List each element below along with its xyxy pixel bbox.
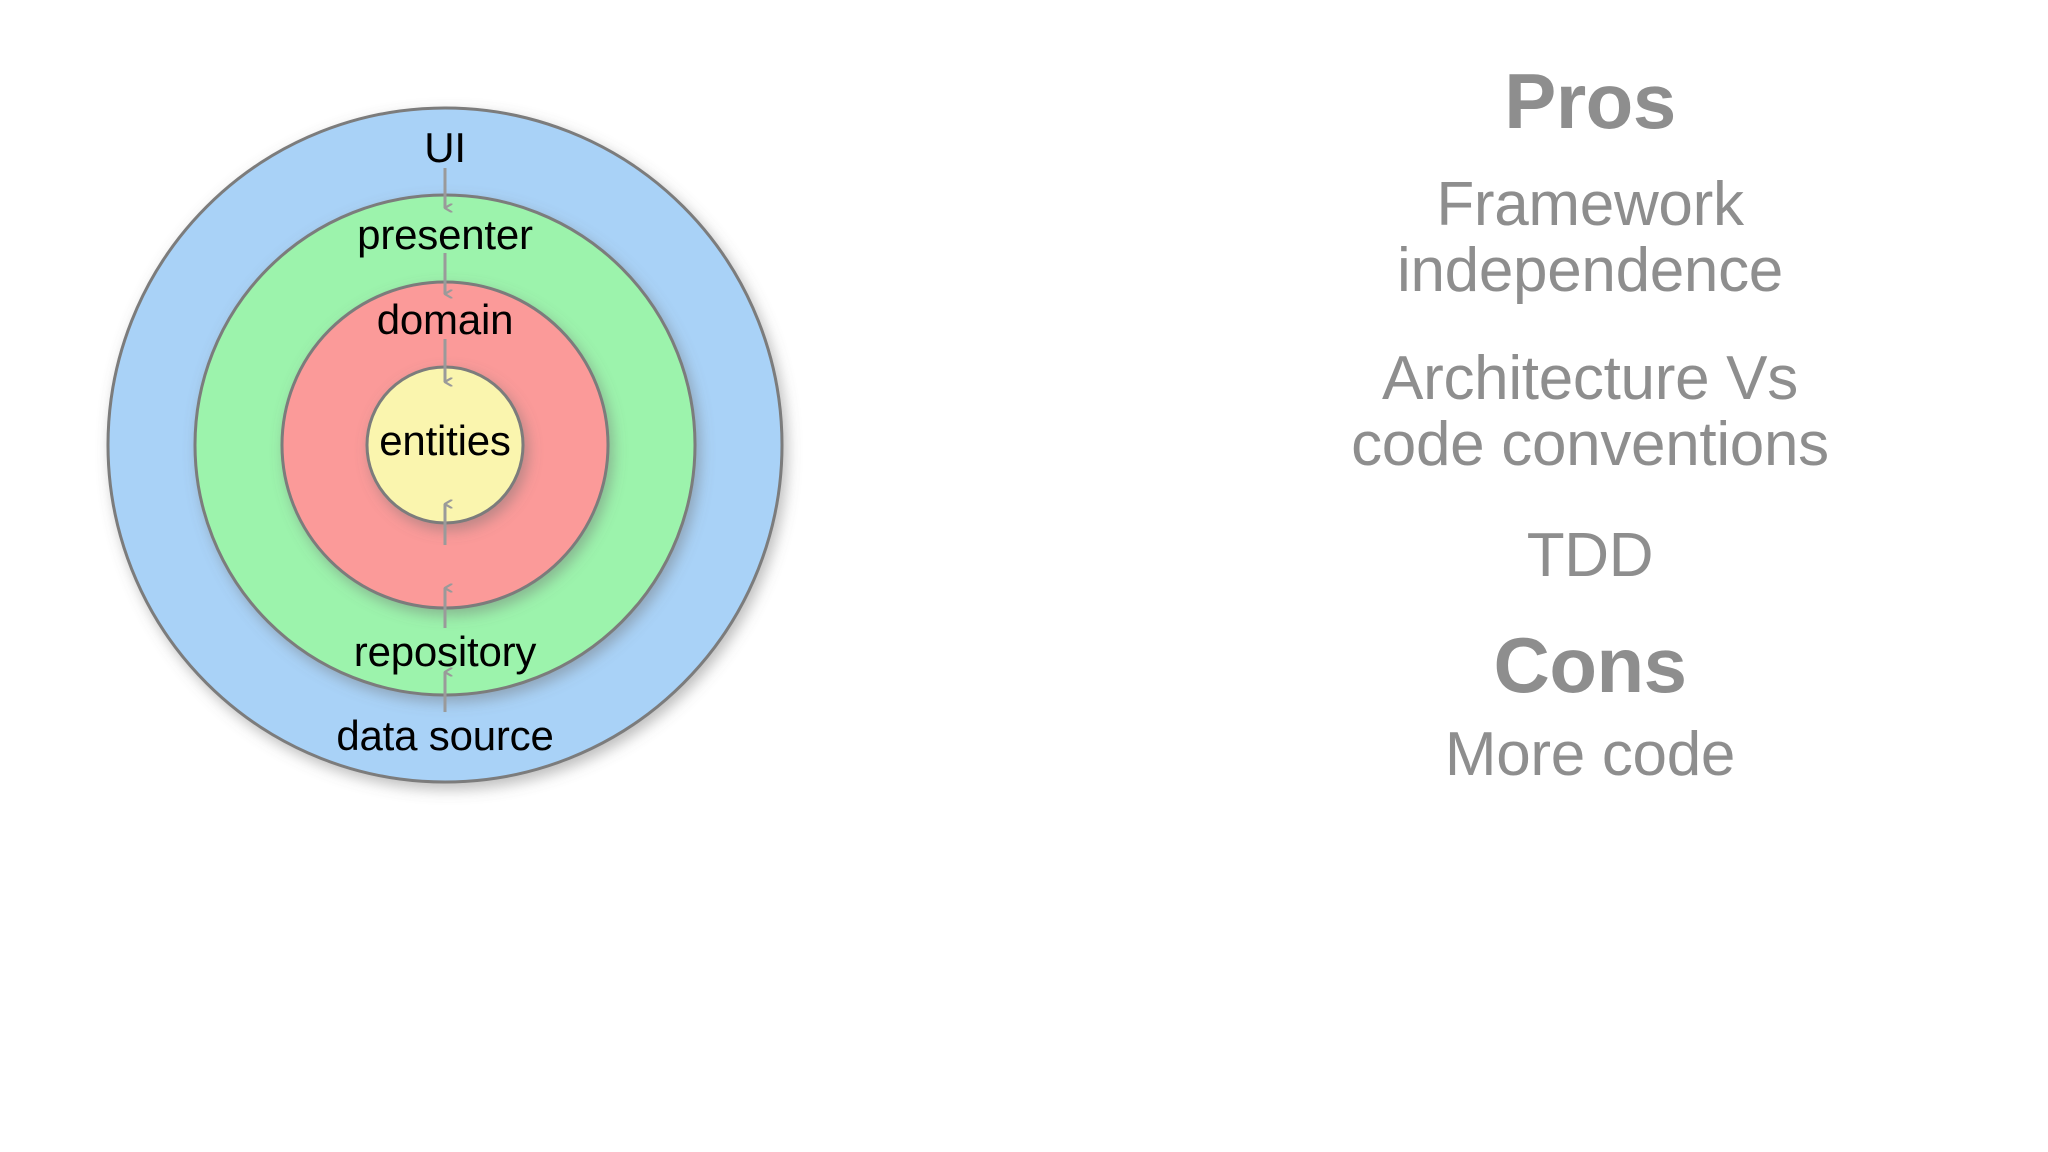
pros-item-tdd: TDD <box>1150 523 2030 589</box>
pros-item-line: Architecture Vs <box>1382 344 1798 413</box>
pros-item-line: TDD <box>1526 521 1654 590</box>
cons-heading: Cons <box>1493 621 1688 709</box>
pros-cons-panel: Pros Framework independence Architecture… <box>1150 0 2030 1152</box>
pros-heading: Pros <box>1504 57 1676 145</box>
diagram-svg <box>106 106 784 784</box>
cons-item-line: More code <box>1444 720 1736 789</box>
layer-label-domain: domain <box>376 296 514 343</box>
layer-label-entities: entities <box>379 417 511 464</box>
pros-item-architecture-vs-conventions: Architecture Vs code conventions <box>1150 346 2030 477</box>
layer-label-ui: UI <box>424 124 466 171</box>
layer-label-data-source: data source <box>336 712 554 759</box>
pros-item-line: code conventions <box>1351 409 1829 479</box>
layer-label-presenter: presenter <box>357 211 533 258</box>
clean-architecture-diagram: UI presenter domain entities repository … <box>106 106 784 784</box>
layer-label-repository: repository <box>353 628 537 675</box>
cons-item-more-code: More code <box>1150 722 2030 788</box>
pros-item-line: independence <box>1397 235 1783 305</box>
pros-item-line: Framework <box>1436 170 1744 239</box>
pros-item-framework-independence: Framework independence <box>1150 172 2030 303</box>
